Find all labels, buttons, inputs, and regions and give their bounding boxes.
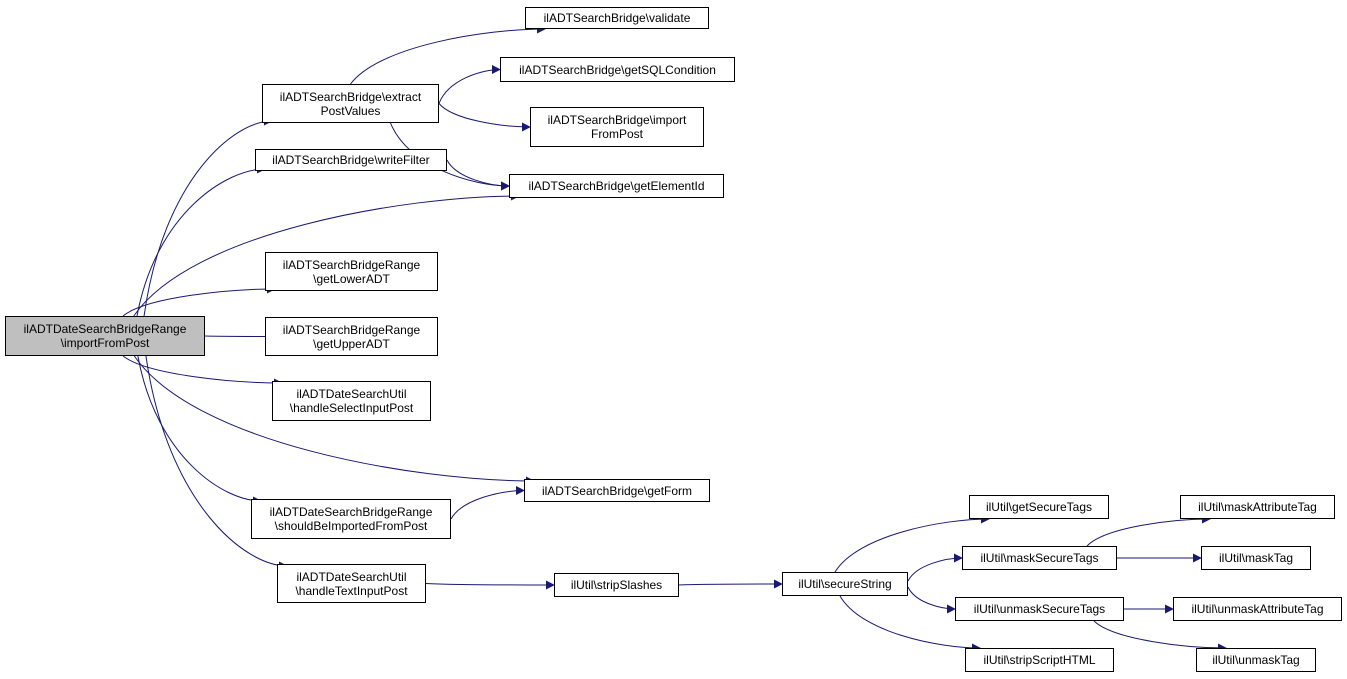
- node-root-importfrompost: ilADTDateSearchBridgeRange\importFromPos…: [5, 316, 205, 356]
- edge-extract-to-getSQL: [438, 65, 501, 104]
- node-getloweradt[interactable]: ilADTSearchBridgeRange\getLowerADT: [265, 252, 438, 291]
- edge-extract-to-validate: [350, 24, 546, 85]
- edge-root-to-shouldBe: [137, 355, 262, 506]
- node-writefilter[interactable]: ilADTSearchBridge\writeFilter: [255, 149, 447, 171]
- edge-root-to-handleSelect: [122, 355, 283, 388]
- node-getsecuretags[interactable]: ilUtil\getSecureTags: [969, 495, 1109, 519]
- node-getelementid[interactable]: ilADTSearchBridge\getElementId: [509, 174, 724, 198]
- edge-root-to-handleText: [145, 355, 288, 571]
- node-getform[interactable]: ilADTSearchBridge\getForm: [524, 479, 710, 502]
- edge-root-to-writeFilter: [136, 164, 266, 317]
- edge-root-to-getForm: [133, 355, 535, 486]
- edge-secureString-to-unmaskSecureTags: [907, 586, 956, 614]
- edge-root-to-extract: [143, 116, 273, 317]
- node-masksecuretags[interactable]: ilUtil\maskSecureTags: [962, 546, 1117, 570]
- node-stripslashes[interactable]: ilUtil\stripSlashes: [554, 573, 679, 597]
- node-handleselectinputpost[interactable]: ilADTDateSearchUtil\handleSelectInputPos…: [272, 381, 431, 421]
- edge-root-to-getElementId: [133, 191, 520, 317]
- node-unmasksecuretags[interactable]: ilUtil\unmaskSecureTags: [955, 597, 1124, 621]
- node-stripscripthtml[interactable]: ilUtil\stripScriptHTML: [965, 648, 1114, 672]
- edge-shouldBe-to-getForm: [450, 486, 525, 520]
- edge-secureString-to-stripScript: [839, 595, 981, 653]
- edge-secureString-to-maskSecureTags: [907, 553, 963, 582]
- edge-handleText-to-stripSlashes: [425, 580, 555, 590]
- node-masktag[interactable]: ilUtil\maskTag: [1201, 546, 1311, 570]
- node-unmaskattributetag[interactable]: ilUtil\unmaskAttributeTag: [1173, 597, 1342, 621]
- node-maskattributetag[interactable]: ilUtil\maskAttributeTag: [1180, 495, 1335, 519]
- node-securestring[interactable]: ilUtil\secureString: [782, 572, 908, 596]
- node-getsqlcondition[interactable]: ilADTSearchBridge\getSQLCondition: [500, 57, 735, 82]
- node-getupperadt[interactable]: ilADTSearchBridgeRange\getUpperADT: [265, 317, 438, 356]
- edge-stripSlashes-to-secureString: [678, 579, 783, 589]
- edge-root-to-getLower: [122, 284, 276, 317]
- edge-maskSecureTags-to-maskAttr: [1086, 514, 1211, 547]
- node-shouldbeimportedfrompost[interactable]: ilADTDateSearchBridgeRange\shouldBeImpor…: [251, 499, 451, 539]
- edge-extract-to-importFrom: [438, 103, 531, 132]
- node-handletextinputpost[interactable]: ilADTDateSearchUtil\handleTextInputPost: [277, 564, 426, 603]
- edge-writeFilter-to-getElementId: [446, 159, 510, 191]
- node-unmasktag[interactable]: ilUtil\unmaskTag: [1196, 648, 1316, 672]
- edge-secureString-to-getSecureTags: [834, 514, 990, 573]
- node-validate[interactable]: ilADTSearchBridge\validate: [525, 7, 709, 29]
- edge-unmaskSecureTags-to-unmaskTag: [1093, 620, 1227, 653]
